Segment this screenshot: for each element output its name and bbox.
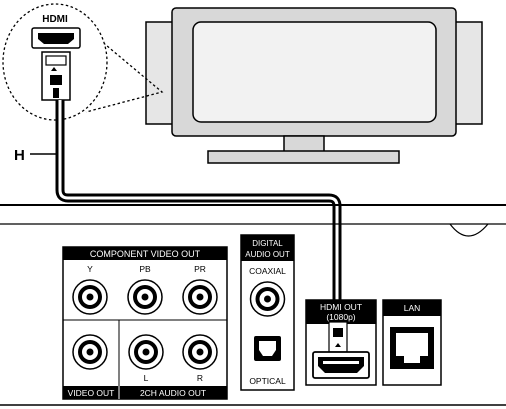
cable-label: H [14,147,25,164]
hdmi-out-resolution: (1080p) [326,312,355,322]
optical-jack[interactable] [254,336,281,361]
audio-2ch-title: 2CH AUDIO OUT [140,388,206,398]
tv-speaker-right [453,21,483,125]
rca-jack-pr[interactable] [182,279,218,315]
callout-pointer [85,29,164,113]
hdmi-out-header [306,300,376,324]
tv-stand [207,150,400,164]
digital-audio-title-2: AUDIO OUT [245,250,290,259]
coaxial-label: COAXIAL [249,266,286,276]
jack-label-l: L [144,373,149,383]
jack-label-pb: PB [139,264,151,274]
video-out-title: VIDEO OUT [68,388,115,398]
tv-neck [283,135,325,153]
hdmi-out-block: HDMI OUT (1080p) [305,299,377,386]
bottom-label-bar [63,386,227,399]
hdmi-out-title: HDMI OUT [320,302,362,312]
rca-jack-audio-l[interactable] [128,334,164,370]
jack-label-r: R [197,373,203,383]
optical-label: OPTICAL [249,376,286,386]
chassis-notch [449,223,489,237]
lan-header [383,300,441,316]
digital-audio-block: DIGITAL AUDIO OUT COAXIAL OPTICAL [240,234,295,391]
rca-jack-video-out[interactable] [72,334,108,370]
hdmi-cable: H [14,100,342,330]
rca-jack-pb[interactable] [127,279,163,315]
component-video-header [63,247,227,260]
lan-port[interactable] [390,327,434,369]
callout-hdmi-label: HDMI [42,14,68,25]
player-chassis [0,204,506,406]
jack-label-pr: PR [194,264,206,274]
digital-audio-title-1: DIGITAL [252,239,283,248]
analog-output-block: COMPONENT VIDEO OUT VIDEO OUT 2CH AUDIO … [62,246,228,400]
lan-block: LAN [382,299,442,386]
rca-jack-audio-r[interactable] [182,334,218,370]
hdmi-out-port[interactable] [312,351,370,379]
hdmi-callout: HDMI [2,3,164,121]
rca-jack-y[interactable] [72,279,108,315]
jack-label-y: Y [87,264,93,274]
component-video-title: COMPONENT VIDEO OUT [90,249,201,259]
coaxial-jack[interactable] [249,281,286,317]
tv-speaker-left [145,21,175,125]
television [145,7,483,164]
lan-title: LAN [404,303,421,313]
tv-screen [192,21,437,123]
digital-audio-header [241,235,294,261]
